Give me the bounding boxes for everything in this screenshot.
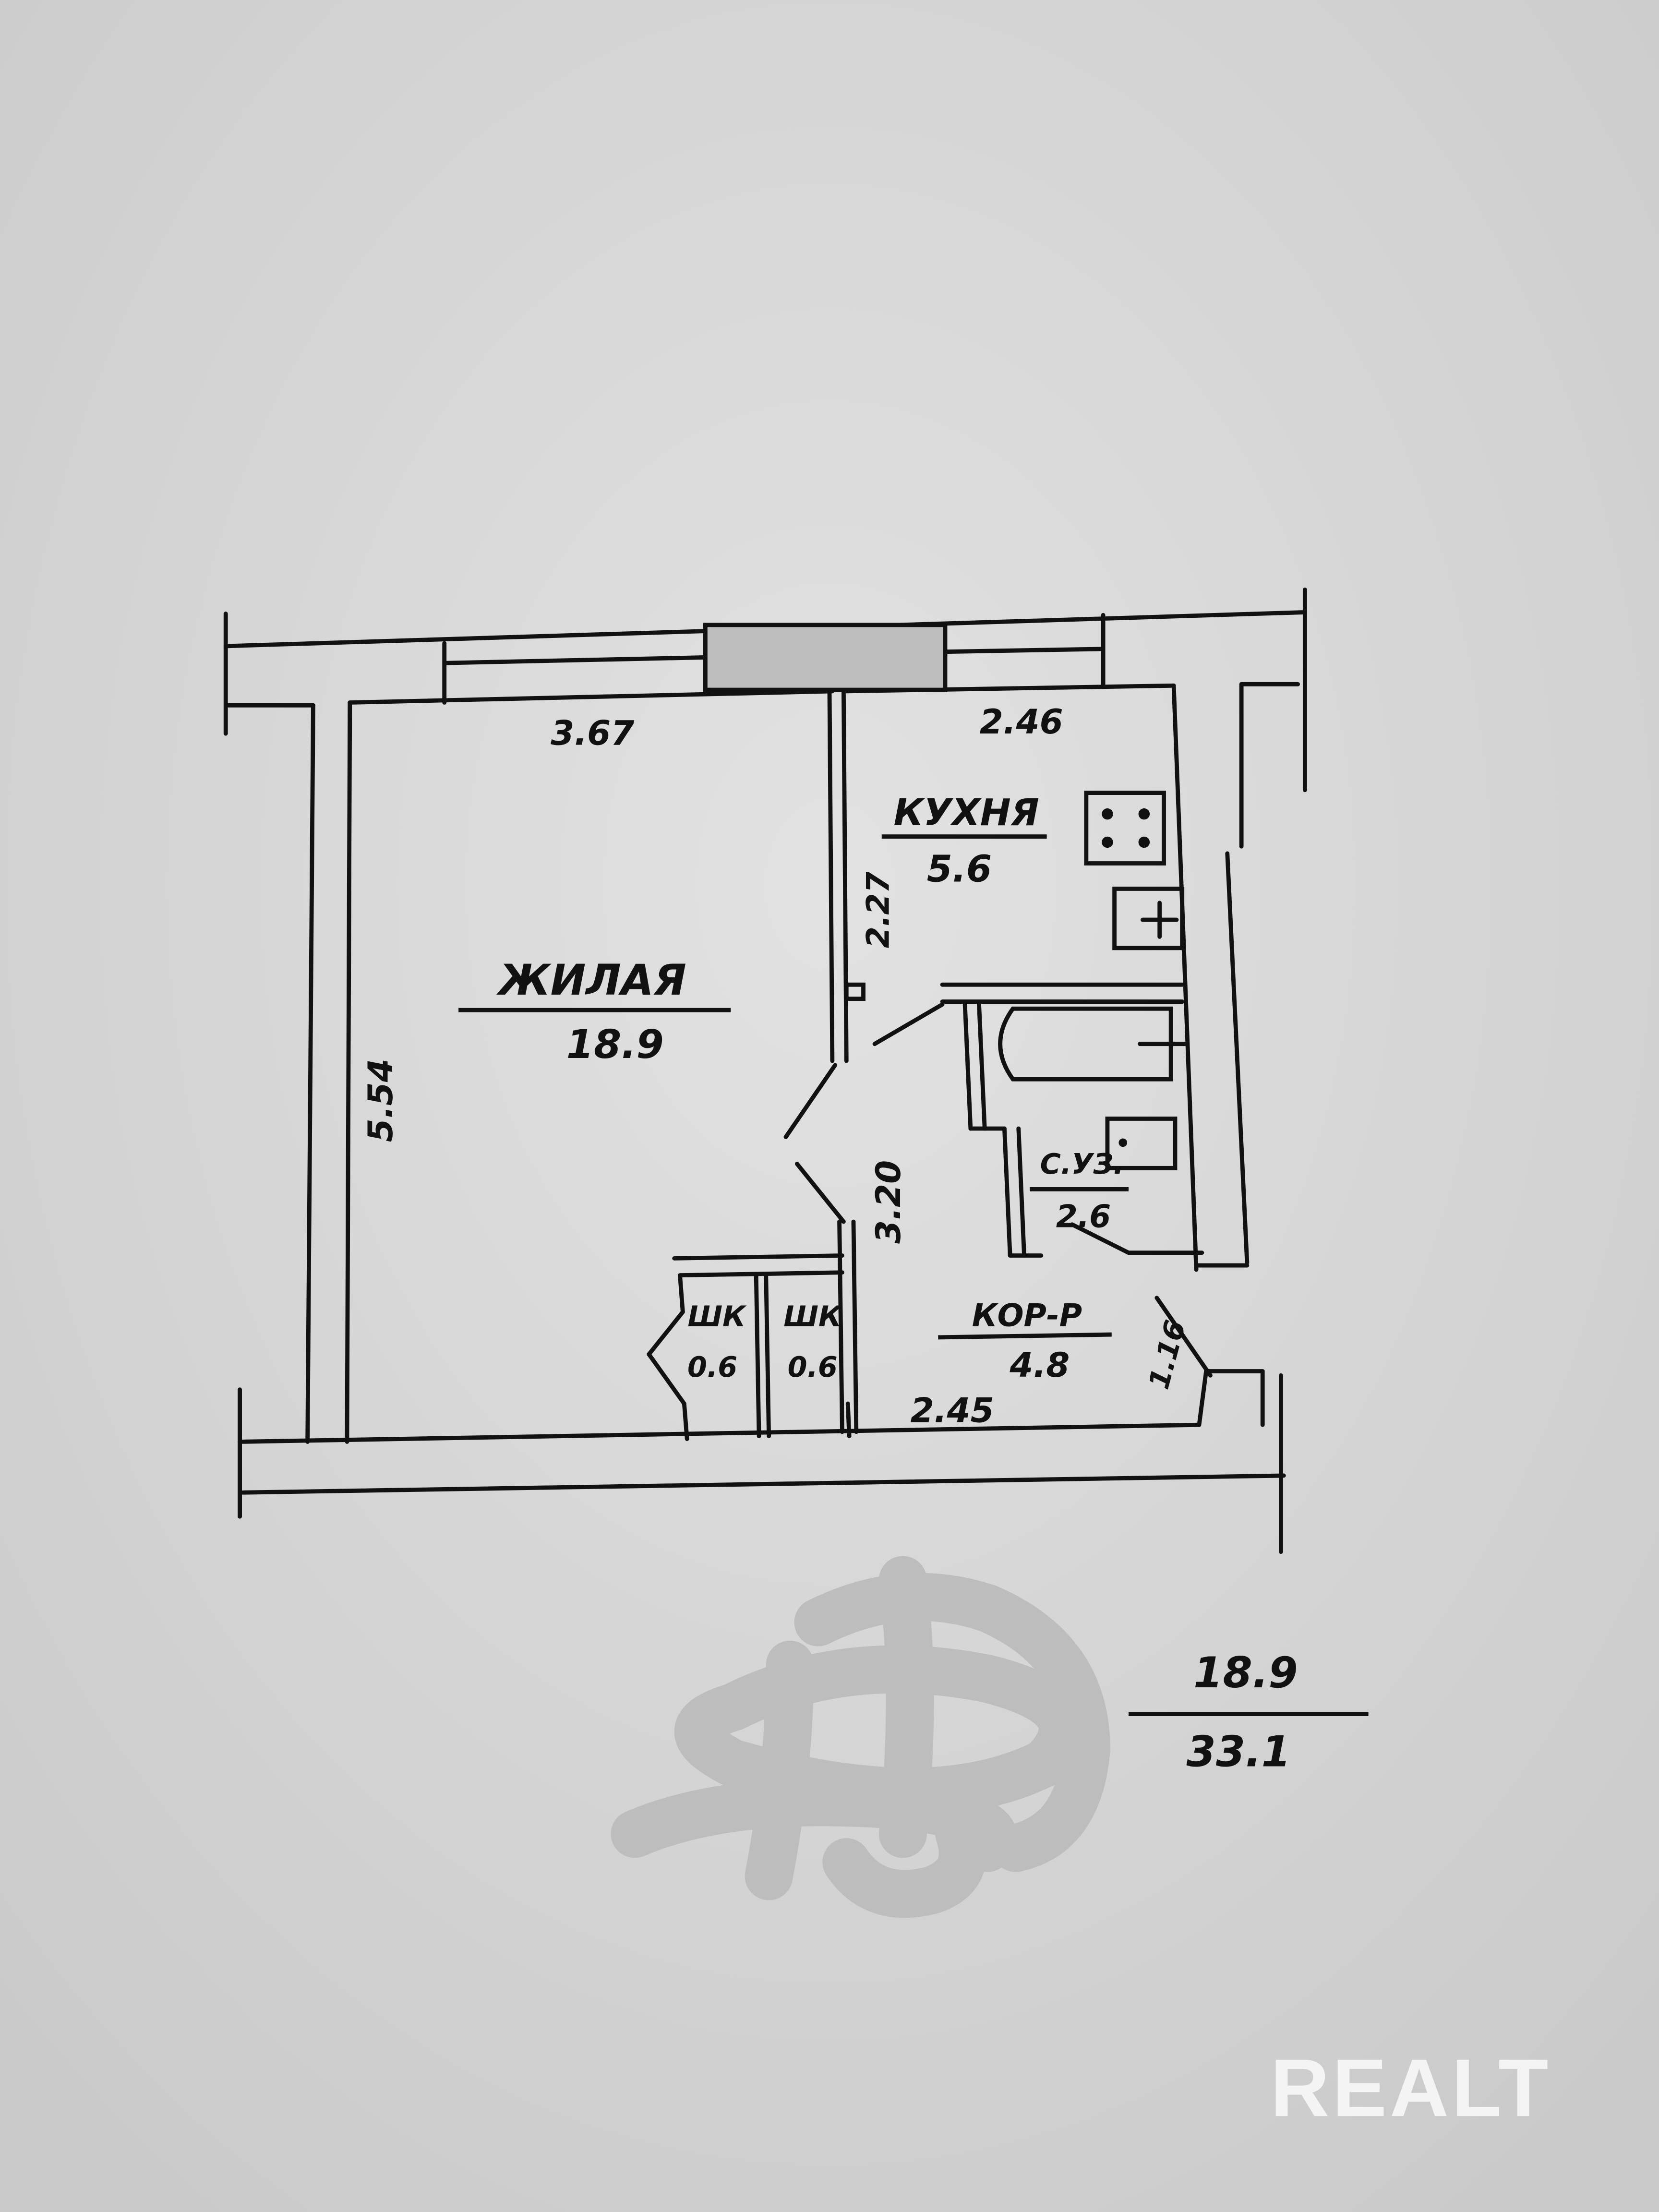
kitchen-label: КУХНЯ bbox=[894, 792, 1039, 834]
dimension-kitchen-width: 2.46 bbox=[980, 702, 1063, 742]
bathroom-label: С.УЗ. bbox=[1040, 1147, 1124, 1180]
living-room-label: ЖИЛАЯ bbox=[496, 955, 686, 1005]
corridor-label: КОР-Р bbox=[972, 1298, 1082, 1334]
dimension-living-length: 5.54 bbox=[361, 1058, 400, 1142]
closet-2-area: 0.6 bbox=[788, 1350, 838, 1383]
kitchen-area: 5.6 bbox=[927, 848, 992, 891]
closet-2-label: ШК bbox=[783, 1299, 843, 1333]
total-area: 33.1 bbox=[1186, 1727, 1291, 1776]
closet-1-area: 0.6 bbox=[687, 1350, 737, 1383]
living-room-area: 18.9 bbox=[566, 1022, 664, 1068]
dimension-corridor-width: 2.45 bbox=[911, 1391, 994, 1430]
corridor-area: 4.8 bbox=[1009, 1346, 1070, 1385]
corridor-label-underline bbox=[938, 1332, 1112, 1340]
realt-watermark: REALT bbox=[1270, 2043, 1551, 2134]
redaction-scribble bbox=[611, 1556, 1110, 1918]
total-living-area: 18.9 bbox=[1193, 1648, 1298, 1697]
dimension-kitchen-length: 2.27 bbox=[860, 872, 896, 949]
walls bbox=[223, 588, 1307, 1554]
closet-1-label: ШК bbox=[688, 1299, 747, 1333]
dimension-living-width: 3.67 bbox=[551, 714, 634, 753]
bathroom-area: 2.6 bbox=[1056, 1199, 1111, 1235]
stove-burners bbox=[1102, 808, 1150, 1147]
dimension-corridor-length: 3.20 bbox=[869, 1160, 908, 1244]
